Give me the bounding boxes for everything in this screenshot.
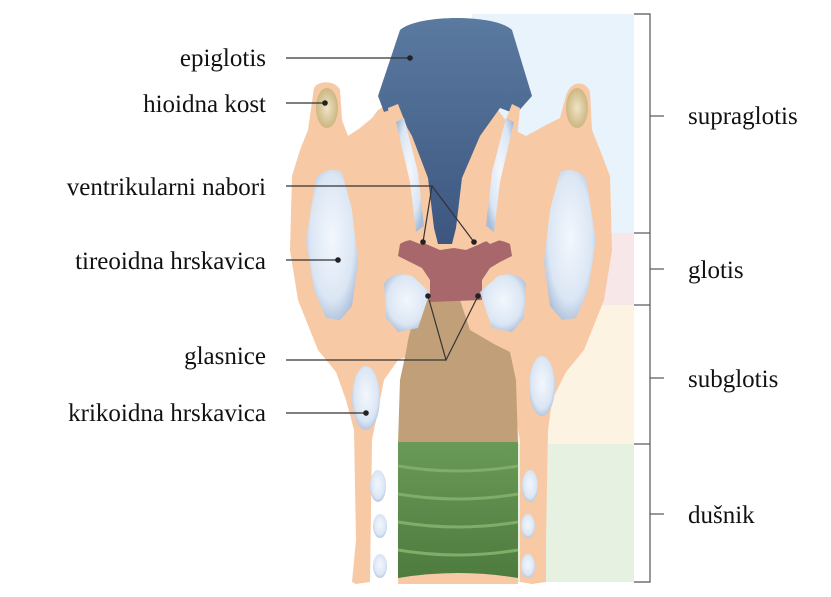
- hyoid-left: [316, 88, 338, 128]
- label-vocal-cords: glasnice: [184, 343, 266, 370]
- label-cricoid-cartilage: krikoidna hrskavica: [68, 400, 266, 427]
- region-bracket: [634, 14, 664, 582]
- hyoid-right: [566, 88, 588, 128]
- trachea-lumen: [398, 442, 518, 584]
- label-glottis: glotis: [688, 257, 744, 284]
- label-ventricular-folds: ventrikularni nabori: [67, 174, 266, 201]
- label-epiglottis: epiglotis: [180, 45, 266, 72]
- label-thyroid-cartilage: tireoidna hrskavica: [75, 248, 266, 275]
- label-subglottis: subglotis: [688, 366, 778, 393]
- label-trachea: dušnik: [688, 502, 755, 529]
- cricoid-left: [352, 366, 380, 430]
- cricoid-right: [529, 356, 555, 416]
- label-hyoid-bone: hioidna kost: [143, 91, 266, 118]
- label-supraglottis: supraglotis: [688, 103, 798, 130]
